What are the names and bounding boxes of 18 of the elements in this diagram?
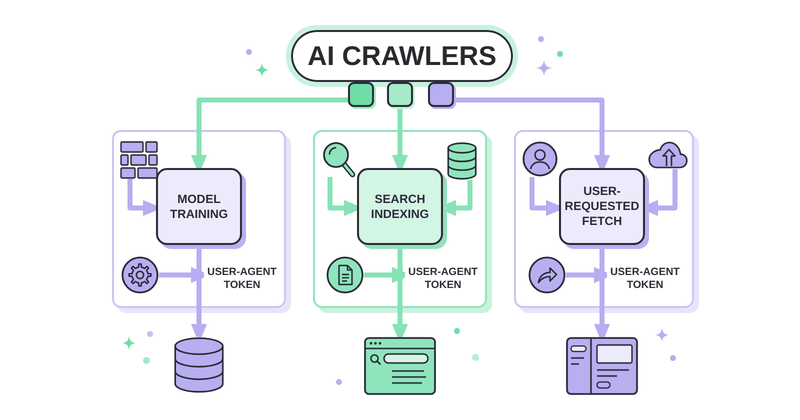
connector-port [348, 82, 374, 107]
connector-port [428, 82, 454, 107]
gear-icon [121, 256, 159, 294]
brick-wall-icon [120, 141, 158, 179]
arrow [328, 177, 357, 216]
database-icon [174, 337, 224, 393]
browser-window-icon [364, 337, 436, 395]
user-icon [522, 141, 558, 177]
cloud-upload-icon [648, 141, 688, 169]
webpage-layout-icon [566, 337, 638, 395]
connector-port [387, 82, 413, 107]
title-pill: AI CRAWLERS [286, 25, 518, 87]
search-icon [322, 141, 356, 177]
token-label: USER-AGENT TOKEN [405, 266, 481, 292]
database-icon [447, 142, 477, 180]
token-label: USER-AGENT TOKEN [607, 266, 683, 292]
document-icon [326, 256, 364, 294]
token-label: USER-AGENT TOKEN [204, 266, 280, 292]
